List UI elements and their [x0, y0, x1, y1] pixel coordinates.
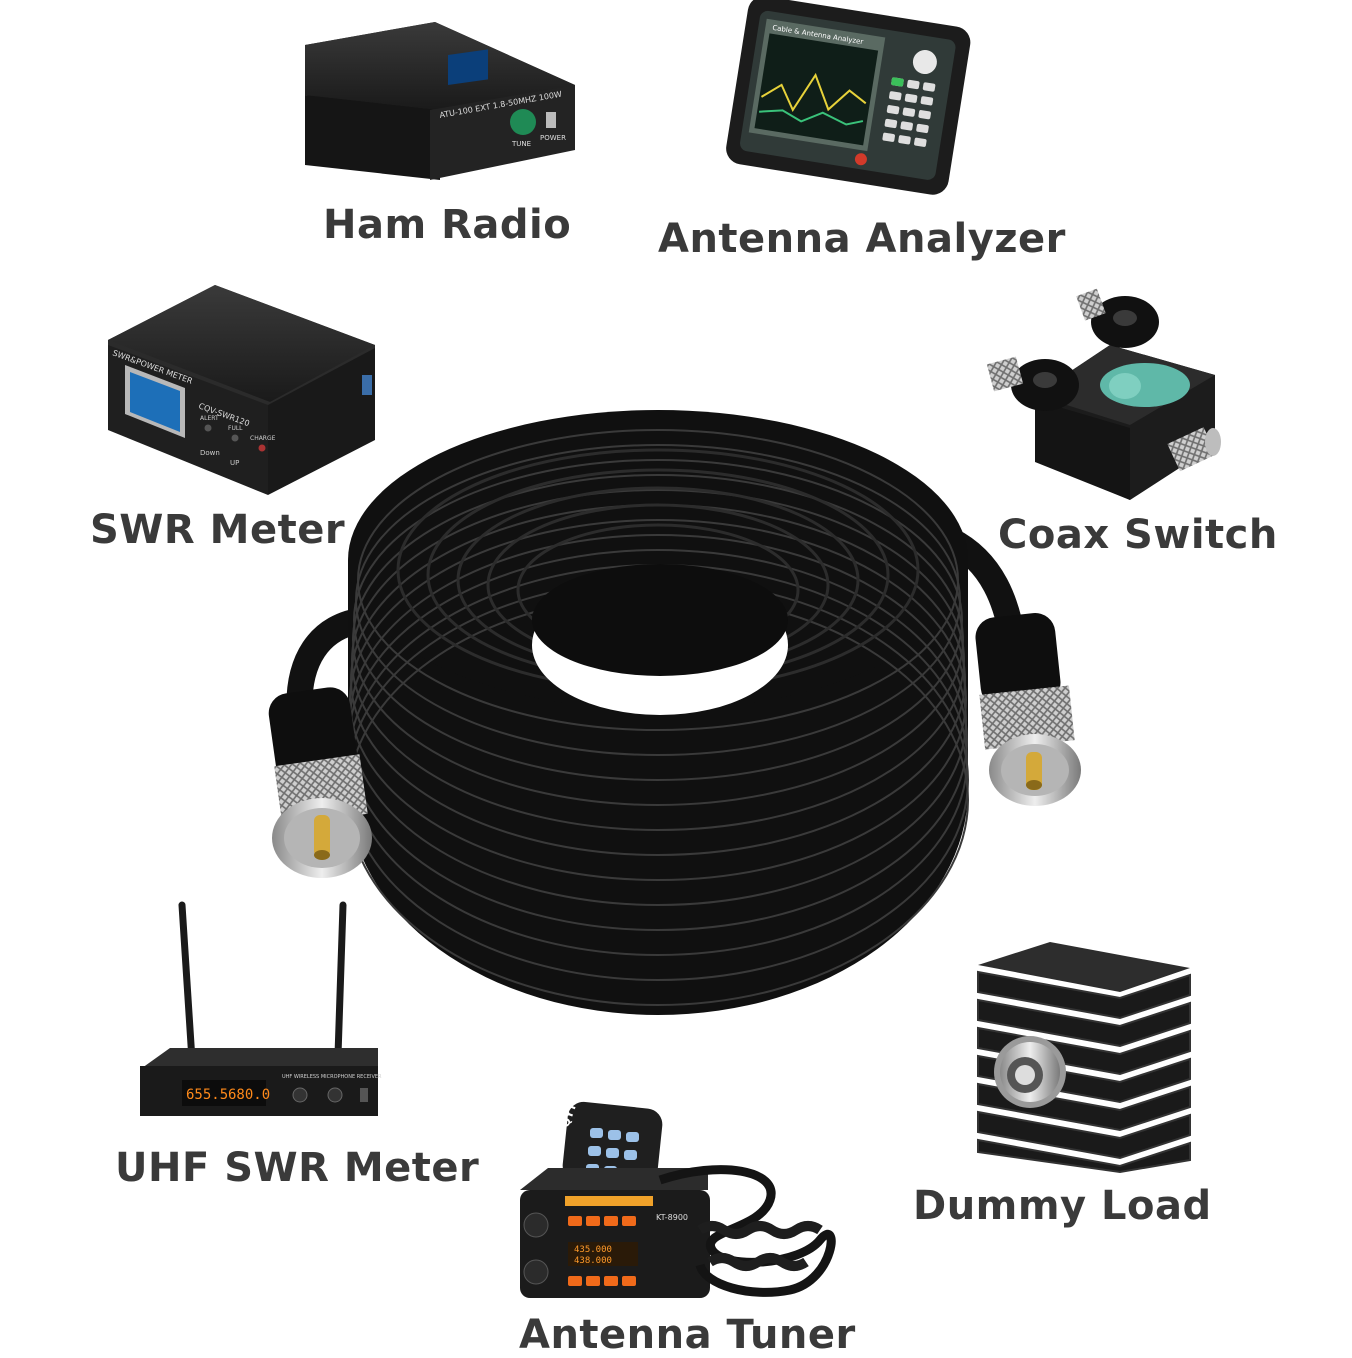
label-dummy-load: Dummy Load: [913, 1183, 1212, 1229]
label-swr-meter: SWR Meter: [90, 507, 346, 553]
label-antenna-tuner: Antenna Tuner: [519, 1312, 856, 1358]
swr-alert-text: ALERT: [200, 415, 219, 422]
swr-full-text: FULL: [228, 425, 243, 432]
uhf-swr-meter-device: 655.5 680.0 UHF WIRELESS MICROPHONE RECE…: [140, 901, 382, 1116]
swr-meter-device: SWR&POWER METER CQV-SWR120 ALERT FULL CH…: [108, 285, 375, 495]
tuner-freq-b-text: 438.000: [574, 1256, 612, 1266]
label-ham-radio: Ham Radio: [323, 202, 572, 248]
pl259-connector-left: [268, 687, 372, 878]
swr-charge-text: CHARGE: [250, 435, 276, 442]
dummy-load-device: [977, 942, 1191, 1174]
swr-up-text: UP: [230, 459, 239, 467]
antenna-tuner-device: QYT 435.000 438.000 KT-8900: [520, 1101, 836, 1298]
label-antenna-analyzer: Antenna Analyzer: [658, 216, 1066, 262]
label-uhf-swr-meter: UHF SWR Meter: [115, 1145, 480, 1191]
uhf-display-b-text: 680.0: [228, 1087, 270, 1103]
antenna-analyzer-device: Cable & Antenna Analyzer: [726, 0, 971, 195]
uhf-panel-text: UHF WIRELESS MICROPHONE RECEIVER: [282, 1074, 382, 1080]
ham-radio-tune-text: TUNE: [511, 140, 531, 148]
ham-radio-device: ATU-100 EXT 1.8-50MHZ 100W TUNE POWER: [305, 22, 575, 180]
swr-down-text: Down: [200, 449, 220, 457]
coax-switch-device: [986, 288, 1221, 500]
tuner-model-text: KT-8900: [656, 1213, 688, 1222]
ham-radio-power-text: POWER: [540, 134, 566, 142]
label-coax-switch: Coax Switch: [998, 512, 1278, 558]
tuner-freq-a-text: 435.000: [574, 1245, 612, 1255]
pl259-connector-right: [975, 613, 1081, 806]
uhf-display-a-text: 655.5: [186, 1087, 228, 1103]
coax-cable-coil: [286, 410, 1028, 1015]
